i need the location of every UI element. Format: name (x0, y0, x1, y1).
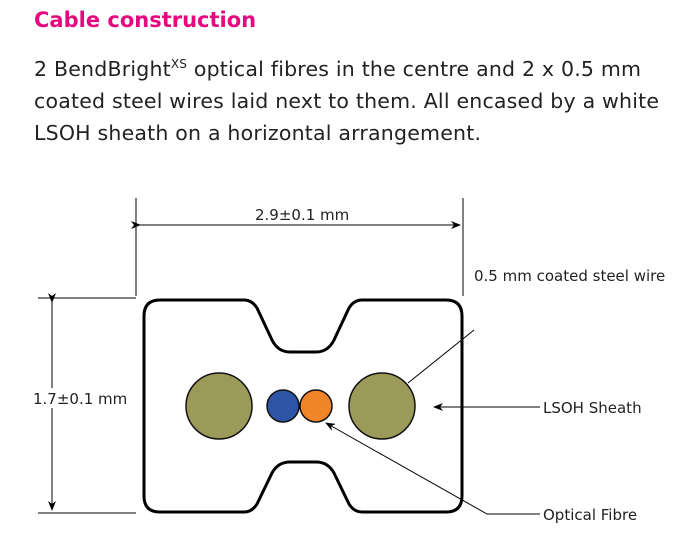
steel-wire-right (348, 372, 416, 440)
optical-fibre-orange (299, 389, 333, 423)
fibre-label: Optical Fibre (543, 506, 637, 524)
steel-wire-left (185, 372, 253, 440)
width-label: 2.9±0.1 mm (255, 206, 349, 224)
description-text: 2 BendBright (34, 56, 171, 81)
height-label: 1.7±0.1 mm (33, 390, 127, 408)
section-heading: Cable construction (34, 8, 257, 32)
sheath-label: LSOH Sheath (543, 399, 642, 417)
steel-wire-leader (407, 329, 475, 384)
superscript: XS (170, 57, 188, 71)
fibre-leader (325, 422, 540, 515)
optical-fibre-blue (266, 389, 300, 423)
steel-wire-label: 0.5 mm coated steel wire (474, 267, 665, 285)
description: 2 BendBrightXS optical fibres in the cen… (34, 48, 694, 149)
description-text-2: optical fibres in the centre and 2 x 0.5… (34, 56, 660, 145)
